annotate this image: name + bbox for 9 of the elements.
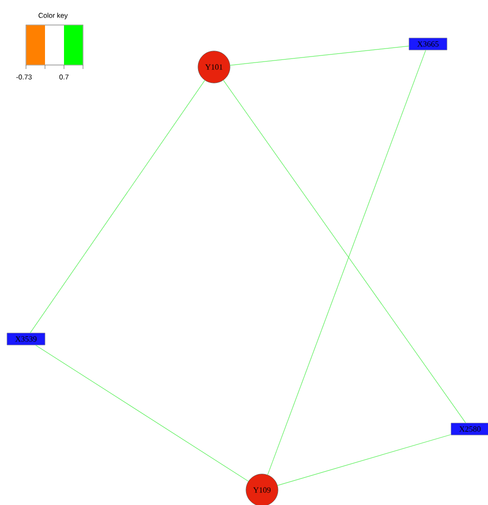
edge-line <box>30 80 206 334</box>
edge-line <box>223 80 466 424</box>
gene-box: X3665 <box>408 38 448 50</box>
gene-box: X2580 <box>450 422 488 436</box>
edge-line <box>277 434 452 486</box>
edge-line <box>230 46 410 66</box>
edge-line <box>35 344 249 482</box>
edge-line <box>267 50 426 476</box>
gene-box: X3539 <box>6 332 46 346</box>
